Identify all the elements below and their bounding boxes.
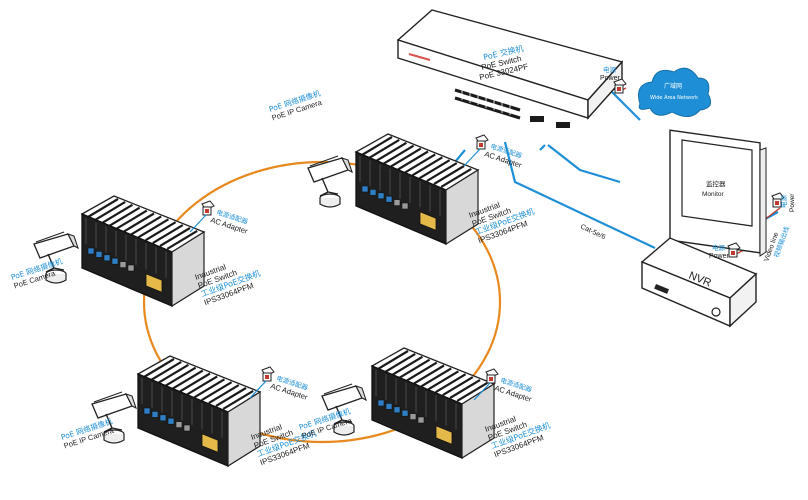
nvr: NVR [640,237,758,328]
monitor-power-cn: 电源 [779,195,788,209]
monitor: 监控器 Monitor [669,129,767,257]
monitor-power-en: Power [789,193,796,212]
monitor-power: 电源 Power [771,192,796,212]
core-switch-power: 电源 Power [600,65,627,94]
nvr-power-cn: 电源 [712,243,726,252]
monitor-label-cn: 监控器 [706,179,726,188]
nvr-power-en: Power [709,253,730,260]
industrial-switch-top [354,133,480,246]
industrial-switch-bottom-right [370,347,496,460]
nvr-power: 电源 Power [709,242,741,260]
wan-label-en: Wide Area Network [650,95,698,101]
core-switch-power-cn: 电源 [603,65,617,74]
industrial-switch-left [80,195,206,308]
wan-cloud: 广域网 Wide Area Network [638,67,712,117]
industrial-switch-bottom-left [136,355,262,468]
wan-label-cn: 广域网 [664,82,682,90]
core-poe-switch: PoE 交换机 PoE Switch PoE 33024PF [396,9,624,128]
core-switch-power-en: Power [600,75,621,82]
monitor-label-en: Monitor [702,191,725,198]
cable-label: Cat-5e/6 [579,223,606,241]
